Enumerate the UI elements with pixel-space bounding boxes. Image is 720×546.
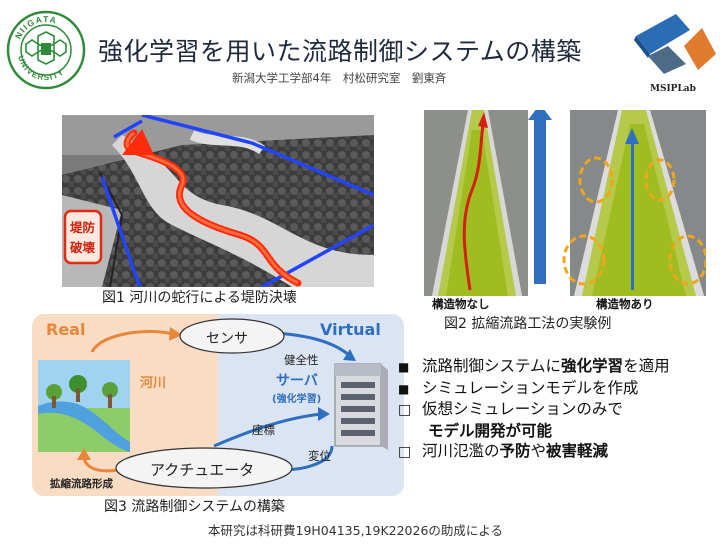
server-label: サーバ [276, 373, 318, 389]
figure2-label-left: 構造物なし [432, 297, 490, 311]
displacement-label: 変位 [308, 449, 331, 463]
soundness-label: 健全性 [284, 353, 319, 367]
lab-name: MSIPLab [650, 84, 696, 94]
funding-footnote: 本研究は科研費19H04135,19K22026の助成による [208, 523, 504, 538]
bullet-1: ■流路制御システムに強化学習を適用 [398, 356, 670, 378]
coord-label: 座標 [252, 423, 275, 437]
svg-text:NIIGATA: NIIGATA [13, 14, 59, 41]
figure3-caption: 図3 流路制御システムの構築 [104, 499, 285, 515]
sensor-label: センサ [206, 331, 248, 347]
virtual-label: Virtual [320, 320, 381, 339]
bullet-2: ■シミュレーションモデルを作成 [398, 378, 670, 400]
figure1-photo: 堤防 破壊 [62, 113, 375, 289]
author-line: 新潟大学工学部4年 村松研究室 劉東斉 [232, 71, 447, 85]
figure2-photos: 構造物なし 構造物あり [424, 104, 708, 311]
figure3-diagram: Real Virtual 河川 センサ アクチュエータ 健全性 サーバ (強化学… [32, 314, 404, 496]
lab-logo [628, 8, 718, 84]
bullet-4: □河川氾濫の予防や被害軽減 [398, 441, 670, 463]
figure1-callout-line2: 破壊 [70, 240, 96, 255]
server-sub-label: (強化学習) [272, 394, 322, 405]
bullet-3-continued: モデル開発が可能 [428, 421, 553, 440]
formation-label: 拡縮流路形成 [50, 478, 113, 490]
bullet-square-icon: ■ [398, 360, 410, 374]
summary-bullets: ■流路制御システムに強化学習を適用 ■シミュレーションモデルを作成 □仮想シミュ… [398, 356, 670, 463]
figure1-caption: 図1 河川の蛇行による堤防決壊 [102, 290, 297, 306]
figure2-label-right: 構造物あり [596, 297, 654, 311]
bullet-hollow-square-icon: □ [398, 444, 412, 460]
bullet-square-icon: ■ [398, 381, 410, 396]
figure2-caption: 図2 拡縮流路工法の実験例 [444, 316, 612, 332]
bullet-3: □仮想シミュレーションのみで [398, 399, 670, 421]
svg-text:UNIVERSITY: UNIVERSITY [16, 54, 66, 82]
real-label: Real [46, 320, 86, 339]
actuator-label: アクチュエータ [150, 461, 255, 479]
river-label: 河川 [140, 376, 167, 391]
university-logo: NIIGATA UNIVERSITY [6, 10, 86, 90]
page-title: 強化学習を用いた流路制御システムの構築 [98, 37, 582, 66]
figure1-callout-line1: 堤防 [70, 220, 96, 235]
bullet-hollow-square-icon: □ [398, 402, 412, 418]
